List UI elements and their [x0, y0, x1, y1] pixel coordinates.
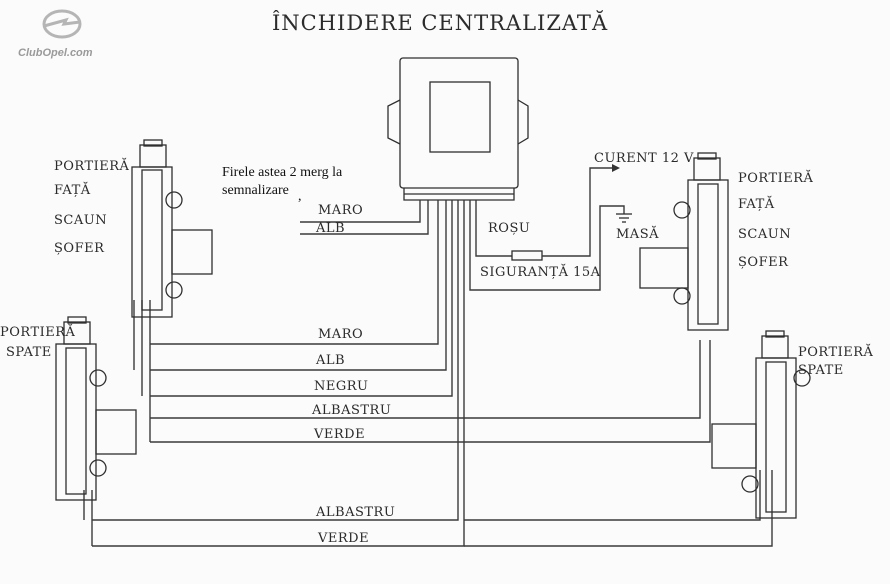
door-label-rr-1: PORTIERĂ: [798, 344, 874, 360]
door-label-fl-1: PORTIERĂ: [54, 158, 130, 174]
actuator-rear-left: [55, 316, 137, 501]
control-unit: [387, 57, 529, 201]
door-label-rl-2: SPATE: [6, 345, 52, 360]
diagram-title: ÎNCHIDERE CENTRALIZATĂ: [272, 11, 608, 35]
door-label-rr-2: SPATE: [798, 363, 844, 378]
wire-label-mid-maro: MARO: [318, 327, 363, 342]
wire-label-top-maro: MARO: [318, 203, 363, 218]
door-label-fl-3: SCAUN: [54, 213, 107, 228]
actuator-front-left: [131, 139, 213, 318]
door-label-fl-4: ȘOFER: [54, 241, 105, 256]
wire-label-mid-albastru: ALBASTRU: [311, 403, 391, 418]
door-label-fr-4: ȘOFER: [738, 255, 789, 270]
door-label-fr-3: SCAUN: [738, 227, 791, 242]
wire-label-rosu: ROȘU: [488, 221, 530, 236]
note-line-2: semnalizare: [222, 183, 289, 198]
door-label-rl-1: PORTIERĂ: [0, 324, 76, 340]
wire-label-bot-verde: VERDE: [317, 531, 369, 546]
actuator-rear-right: [711, 330, 811, 519]
actuator-front-right: [639, 152, 729, 331]
door-label-fr-1: PORTIERĂ: [738, 170, 814, 186]
wire-label-bot-albastru: ALBASTRU: [315, 505, 395, 520]
wire-label-masa: MASĂ: [616, 226, 659, 242]
note-mark: ,: [298, 189, 302, 204]
wire-label-top-alb: ALB: [315, 221, 345, 236]
door-label-fl-2: FAȚĂ: [54, 182, 91, 198]
wire-label-curent: CURENT 12 V: [594, 151, 694, 166]
note-line-1: Firele astea 2 merg la: [222, 165, 343, 180]
wire-label-mid-alb: ALB: [315, 353, 345, 368]
wires: [83, 164, 773, 547]
opel-blitz-icon: [42, 9, 82, 39]
wire-label-mid-negru: NEGRU: [314, 379, 369, 394]
logo-text: ClubOpel.com: [18, 47, 93, 59]
door-label-fr-2: FAȚĂ: [738, 196, 775, 212]
wire-label-siguranta: SIGURANȚĂ 15A: [480, 264, 601, 280]
wire-label-mid-verde: VERDE: [313, 427, 365, 442]
